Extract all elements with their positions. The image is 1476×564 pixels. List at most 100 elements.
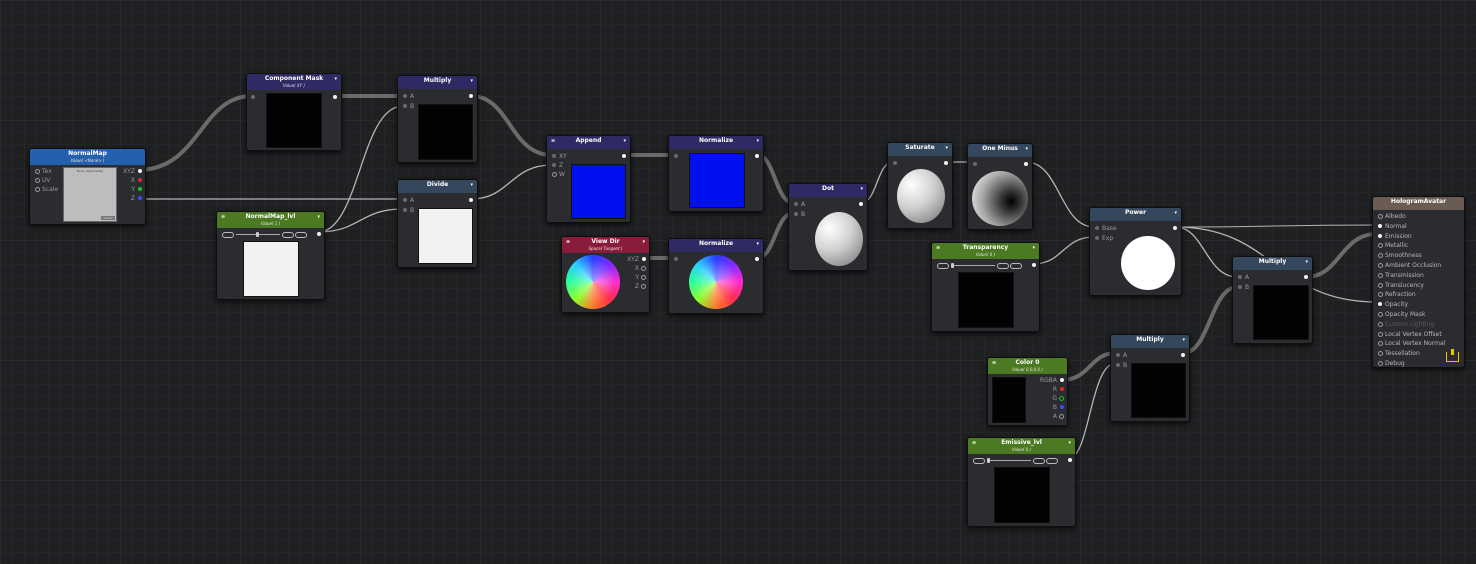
saturate-header[interactable]: Saturate ▾ xyxy=(888,143,952,156)
port-out[interactable] xyxy=(944,161,948,165)
dropdown-icon[interactable]: ▾ xyxy=(945,145,948,151)
dropdown-icon[interactable]: ▾ xyxy=(756,241,759,247)
multiply-node-2[interactable]: Multiply ▾ A B xyxy=(1110,334,1190,422)
port-out[interactable] xyxy=(622,154,626,158)
port-b-in[interactable] xyxy=(1238,285,1242,289)
normalize-node-2[interactable]: Normalize ▾ xyxy=(668,238,764,314)
port-out[interactable] xyxy=(1024,162,1028,166)
port-tessellation-in[interactable] xyxy=(1378,351,1383,357)
port-ambient-occlusion-in[interactable] xyxy=(1378,263,1383,268)
slider-min-field[interactable] xyxy=(973,458,985,464)
port-y-out[interactable] xyxy=(641,275,646,280)
value-slider[interactable] xyxy=(973,458,1058,464)
port-r-out[interactable] xyxy=(1060,387,1064,391)
slider-value-field[interactable] xyxy=(1033,458,1045,464)
slider-max-field[interactable] xyxy=(295,232,307,238)
port-a-in[interactable] xyxy=(1238,275,1242,279)
port-b-in[interactable] xyxy=(403,104,407,108)
divide-node[interactable]: Divide ▾ A B xyxy=(397,179,478,268)
port-out[interactable] xyxy=(1304,275,1308,279)
multiply-header[interactable]: Multiply ▾ xyxy=(1111,335,1189,348)
normalmap-lvl-node[interactable]: ≡ NormalMap_lvl Value( 1 ) ▾ xyxy=(216,211,325,300)
port-a-in[interactable] xyxy=(403,198,407,202)
dropdown-icon[interactable]: ▾ xyxy=(470,78,473,84)
slider-knob[interactable] xyxy=(951,263,954,268)
emissive-lvl-header[interactable]: ≡ Emissive_lvl Value( 0 ) ▾ xyxy=(968,438,1075,454)
port-a-in[interactable] xyxy=(794,202,798,206)
port-smoothness-in[interactable] xyxy=(1378,253,1383,259)
port-out[interactable] xyxy=(859,202,863,206)
port-uv-in[interactable] xyxy=(35,178,40,183)
port-x-out[interactable] xyxy=(138,178,142,182)
normalmap-node[interactable]: NormalMap Value( <None> ) Tex UV Scale N… xyxy=(29,148,146,225)
port-refraction-in[interactable] xyxy=(1378,292,1383,298)
port-custom-lighting-in[interactable] xyxy=(1378,321,1383,327)
normalize-header[interactable]: Normalize ▾ xyxy=(669,136,763,149)
port-translucency-in[interactable] xyxy=(1378,282,1383,288)
port-xyz-out[interactable] xyxy=(138,169,142,173)
dropdown-icon[interactable]: ▾ xyxy=(642,239,645,245)
texture-thumbnail[interactable]: None (Texture2D) Select xyxy=(63,167,117,222)
append-node[interactable]: ≡ Append ▾ XY Z W xyxy=(546,135,631,223)
port-rgba-out[interactable] xyxy=(1060,378,1064,382)
port-metallic-in[interactable] xyxy=(1378,243,1383,249)
dropdown-icon[interactable]: ▾ xyxy=(1068,440,1071,446)
slider-max-field[interactable] xyxy=(1010,263,1022,269)
port-z-out[interactable] xyxy=(138,196,142,200)
output-header[interactable]: HologramAvatar xyxy=(1373,197,1464,210)
port-xyz-out[interactable] xyxy=(642,257,646,261)
value-slider[interactable] xyxy=(937,263,1022,269)
port-out[interactable] xyxy=(1068,458,1072,462)
port-x-out[interactable] xyxy=(641,266,646,271)
menu-icon[interactable]: ≡ xyxy=(221,214,226,220)
slider-max-field[interactable] xyxy=(1046,458,1058,464)
port-out[interactable] xyxy=(755,257,759,261)
dot-node[interactable]: Dot ▾ A B xyxy=(788,183,868,271)
port-in[interactable] xyxy=(893,161,897,165)
port-normal-in[interactable] xyxy=(1378,223,1382,228)
power-node[interactable]: Power ▾ Base Exp xyxy=(1089,207,1182,296)
dropdown-icon[interactable]: ▾ xyxy=(334,76,337,82)
port-z-in[interactable] xyxy=(552,163,556,167)
save-icon[interactable] xyxy=(1446,349,1459,362)
dropdown-icon[interactable]: ▾ xyxy=(317,214,320,220)
port-exp-in[interactable] xyxy=(1095,236,1099,240)
port-tex-in[interactable] xyxy=(35,169,40,174)
port-in[interactable] xyxy=(973,162,977,166)
port-in[interactable] xyxy=(674,154,678,158)
normalize-header[interactable]: Normalize ▾ xyxy=(669,239,763,252)
menu-icon[interactable]: ≡ xyxy=(566,239,571,245)
menu-icon[interactable]: ≡ xyxy=(551,138,556,144)
value-slider[interactable] xyxy=(222,232,307,238)
color-swatch[interactable] xyxy=(992,377,1026,423)
normalmap-lvl-header[interactable]: ≡ NormalMap_lvl Value( 1 ) ▾ xyxy=(217,212,324,228)
dropdown-icon[interactable]: ▾ xyxy=(623,138,626,144)
port-opacity-mask-in[interactable] xyxy=(1378,312,1383,317)
dropdown-icon[interactable]: ▾ xyxy=(470,182,473,188)
view-dir-header[interactable]: ≡ View Dir Space( Tangent ) ▾ xyxy=(562,237,649,253)
port-b-in[interactable] xyxy=(403,208,407,212)
port-albedo-in[interactable] xyxy=(1378,214,1383,219)
emissive-lvl-node[interactable]: ≡ Emissive_lvl Value( 0 ) ▾ xyxy=(967,437,1076,527)
dropdown-icon[interactable]: ▾ xyxy=(1305,259,1308,265)
port-emission-in[interactable] xyxy=(1378,233,1382,238)
port-xy-in[interactable] xyxy=(552,154,556,158)
dropdown-icon[interactable]: ▾ xyxy=(1182,337,1185,343)
multiply-header[interactable]: Multiply ▾ xyxy=(398,76,477,89)
dot-header[interactable]: Dot ▾ xyxy=(789,184,867,197)
port-transmission-in[interactable] xyxy=(1378,272,1383,278)
port-out[interactable] xyxy=(317,232,321,236)
port-b-in[interactable] xyxy=(794,212,798,216)
menu-icon[interactable]: ≡ xyxy=(936,245,941,251)
normalize-node-1[interactable]: Normalize ▾ xyxy=(668,135,764,212)
transparency-node[interactable]: ≡ Transparency Value( 0 ) ▾ xyxy=(931,242,1040,332)
port-in[interactable] xyxy=(251,95,255,99)
port-out[interactable] xyxy=(1032,263,1036,267)
port-g-out[interactable] xyxy=(1059,396,1064,401)
color0-header[interactable]: ≡ Color 0 Value( 0,0,0,0 ) xyxy=(988,358,1067,374)
slider-track[interactable] xyxy=(987,460,1031,461)
port-scale-in[interactable] xyxy=(35,187,40,192)
port-base-in[interactable] xyxy=(1095,226,1099,230)
slider-value-field[interactable] xyxy=(997,263,1009,269)
